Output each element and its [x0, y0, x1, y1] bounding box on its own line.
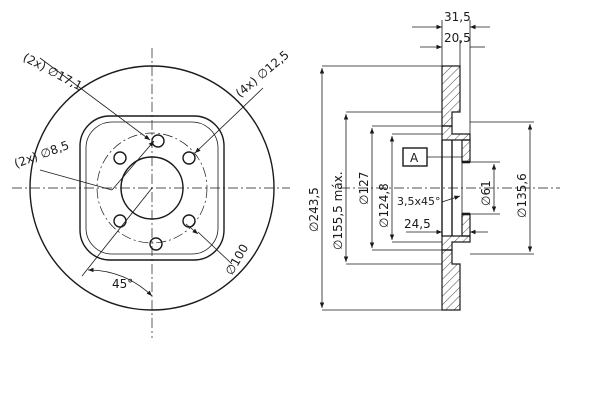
dim-hub-outer: ∅135,6 — [515, 173, 529, 218]
dim-hat-width: 20,5 — [444, 31, 471, 45]
locating-hole-bottom — [149, 237, 163, 251]
label-angle: 45° — [112, 277, 133, 291]
bolt-hole-bottom-left — [113, 214, 127, 228]
label-holes-inner: (2x) ∅8,5 — [12, 138, 71, 171]
dim-chamfer: 3,5x45° — [397, 195, 441, 208]
bolt-hole-left — [113, 151, 127, 165]
bolt-hole-top-right — [182, 151, 196, 165]
bolt-hole-right — [182, 214, 196, 228]
label-holes-outer: (2x) ∅17,1 — [21, 50, 85, 93]
hat-face-lower — [461, 213, 471, 237]
hat-wall-upper — [441, 125, 471, 141]
dim-hub-depth: 24,5 — [404, 217, 431, 231]
rotor-ring-lower — [441, 249, 461, 311]
dim-outer-diameter: ∅243,5 — [307, 187, 321, 232]
dim-center-bore: ∅61 — [479, 180, 493, 206]
hat-wall-lower — [441, 235, 471, 251]
rotor-ring-upper — [441, 65, 461, 127]
dim-hat-diameter: ∅127 — [357, 172, 371, 205]
section-view: 31,5 20,5 ∅243,5 ∅155,5 máx. ∅127 ∅124,8… — [307, 10, 560, 311]
dim-braking-max: ∅155,5 máx. — [331, 171, 345, 250]
datum-label: A — [410, 151, 419, 165]
label-bolts: (4x) ∅12,5 — [233, 48, 292, 101]
hat-face-upper — [461, 139, 471, 163]
dim-hat-inner: ∅124,8 — [377, 183, 391, 228]
dim-total-width: 31,5 — [444, 10, 471, 24]
front-view: (2x) ∅17,1 (2x) ∅8,5 (4x) ∅12,5 ∅100 45° — [12, 48, 292, 338]
